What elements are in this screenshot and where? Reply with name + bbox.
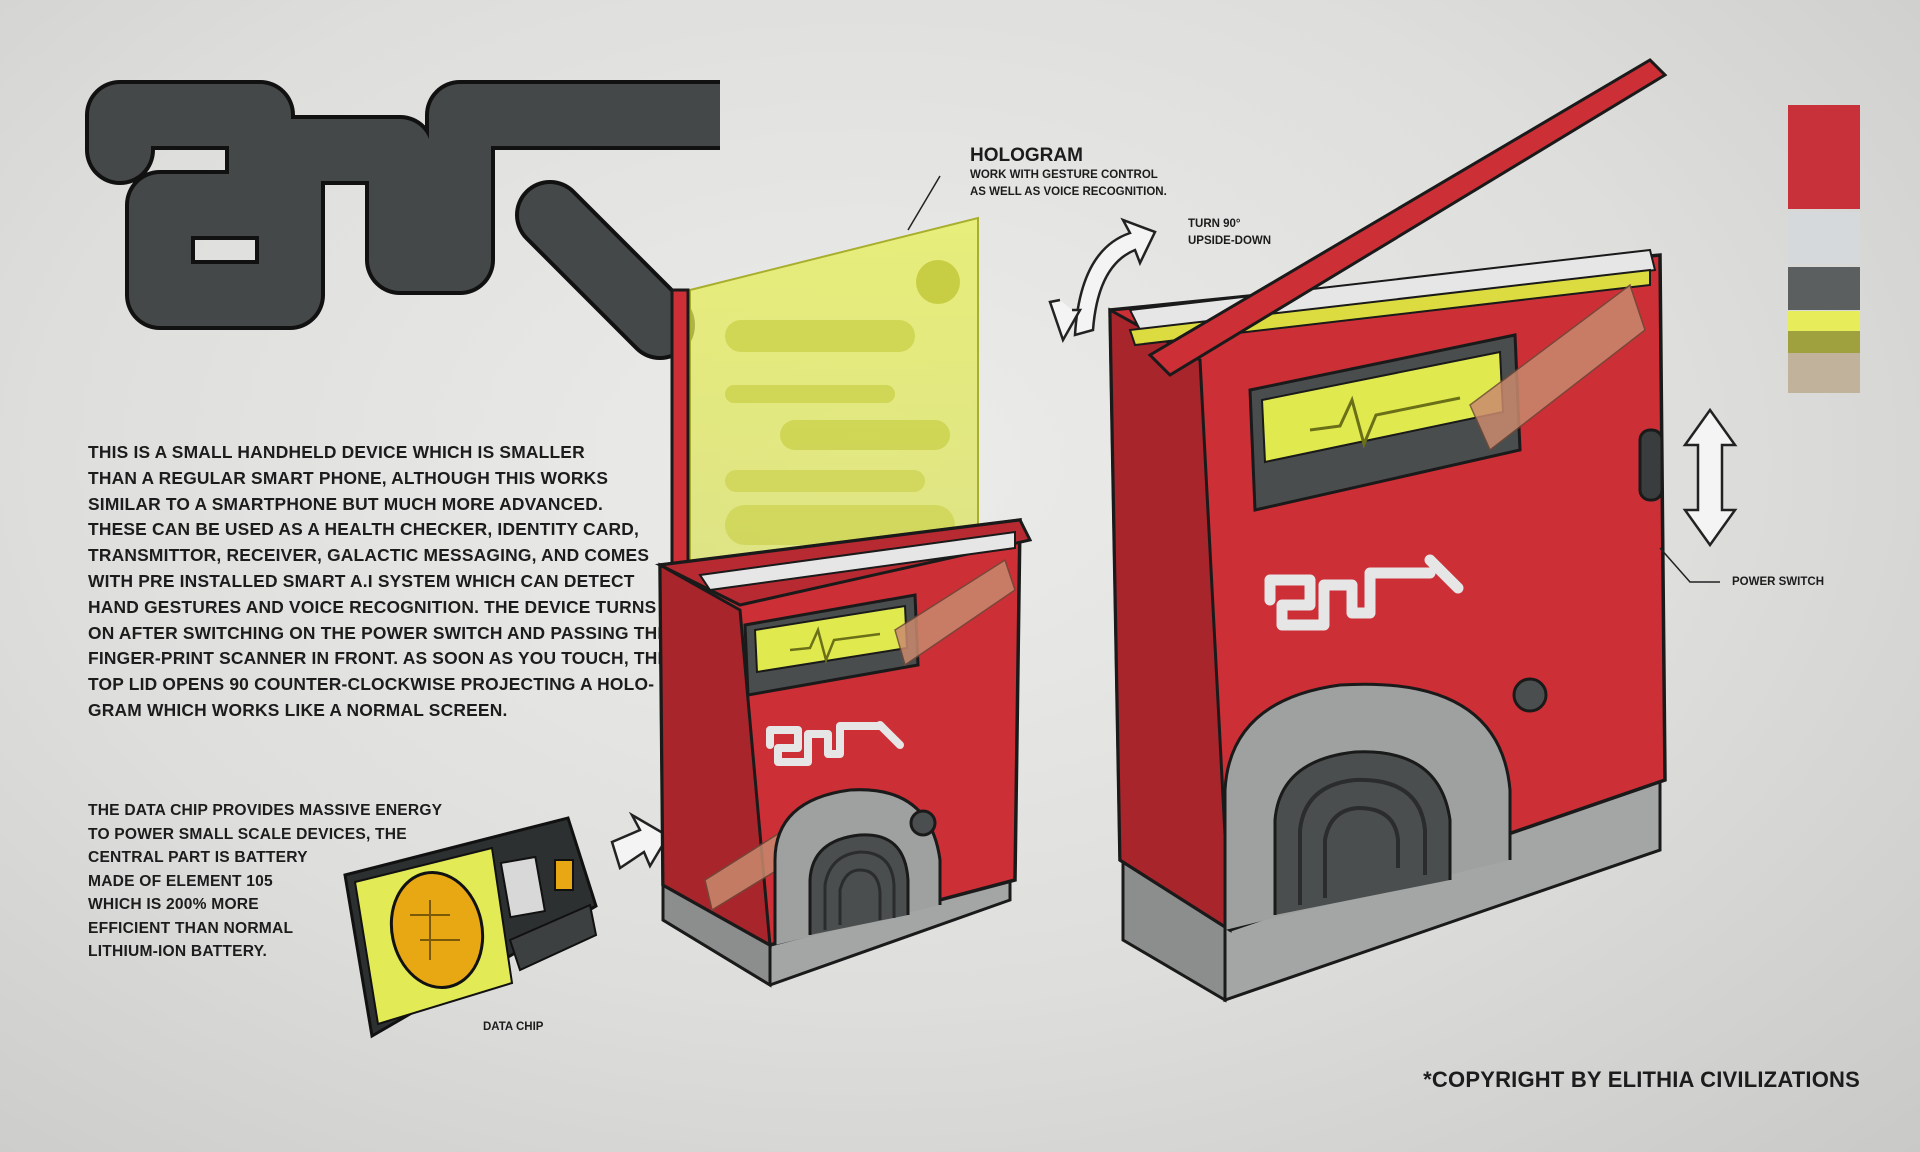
turn-callout: TURN 90° UPSIDE-DOWN (1188, 216, 1271, 250)
chip-line: LITHIUM-ION BATTERY. (88, 943, 267, 960)
description-line: SIMILAR TO A SMARTPHONE BUT MUCH MORE AD… (88, 493, 604, 514)
chip-line: EFFICIENT THAN NORMAL (88, 919, 294, 937)
data-chip-description: THE DATA CHIP PROVIDES MASSIVE ENERGY TO… (88, 799, 448, 964)
palette-swatch-red (1788, 105, 1860, 209)
description-line: TOP LID OPENS 90 COUNTER-CLOCKWISE PROJE… (88, 674, 655, 695)
copyright-text: *COPYRIGHT BY ELITHIA CIVILIZATIONS (1423, 1067, 1860, 1092)
palette-swatch-yellow (1788, 311, 1860, 331)
data-chip-drawing (343, 816, 598, 1039)
device-right (1108, 58, 1668, 1003)
description-line: ON AFTER SWITCHING ON THE POWER SWITCH A… (88, 622, 670, 643)
hologram-title: HOLOGRAM (970, 145, 1083, 166)
device-description: THIS IS A SMALL HANDHELD DEVICE WHICH IS… (88, 440, 670, 724)
chip-line: TO POWER SMALL SCALE DEVICES, THE (88, 825, 407, 843)
palette-swatch-beige (1788, 353, 1860, 393)
description-line: WITH PRE INSTALLED SMART A.I SYSTEM WHIC… (88, 570, 635, 591)
chip-line: WHICH IS 200% MORE (88, 896, 259, 913)
data-chip-label: DATA CHIP (483, 1021, 544, 1033)
description-line: THESE CAN BE USED AS A HEALTH CHECKER, I… (88, 519, 640, 540)
description-line: THIS IS A SMALL HANDHELD DEVICE WHICH IS… (88, 442, 585, 462)
vertical-arrow-icon (1682, 407, 1738, 548)
turn-line1: TURN 90° (1188, 218, 1241, 230)
palette-swatch-light-grey (1788, 212, 1860, 264)
rotate-arrow-icon (1073, 217, 1157, 337)
description-line: THAN A REGULAR SMART PHONE, ALTHOUGH THI… (88, 467, 609, 488)
chip-line: CENTRAL PART IS BATTERY (88, 849, 308, 866)
palette-swatch-olive (1788, 331, 1860, 353)
power-switch-label: POWER SWITCH (1732, 576, 1824, 588)
brand-logo (85, 80, 720, 360)
description-line: HAND GESTURES AND VOICE RECOGNITION. THE… (88, 596, 657, 617)
turn-line2: UPSIDE-DOWN (1188, 235, 1272, 247)
description-line: TRANSMITTOR, RECEIVER, GALACTIC MESSAGIN… (88, 545, 650, 566)
description-line: FINGER-PRINT SCANNER IN FRONT. AS SOON A… (88, 648, 670, 669)
palette-swatch-dark-grey (1788, 267, 1860, 310)
hologram-line2: AS WELL AS VOICE RECOGNITION. (970, 186, 1167, 198)
arrow-chip-icon (610, 811, 670, 870)
description-line: GRAM WHICH WORKS LIKE A NORMAL SCREEN. (88, 699, 508, 720)
chip-line: MADE OF ELEMENT 105 (88, 872, 273, 890)
hologram-line1: WORK WITH GESTURE CONTROL (970, 169, 1158, 181)
hologram-callout: HOLOGRAM WORK WITH GESTURE CONTROL AS WE… (970, 145, 1167, 201)
device-left (654, 216, 1033, 988)
chip-line: THE DATA CHIP PROVIDES MASSIVE ENERGY (88, 802, 443, 819)
